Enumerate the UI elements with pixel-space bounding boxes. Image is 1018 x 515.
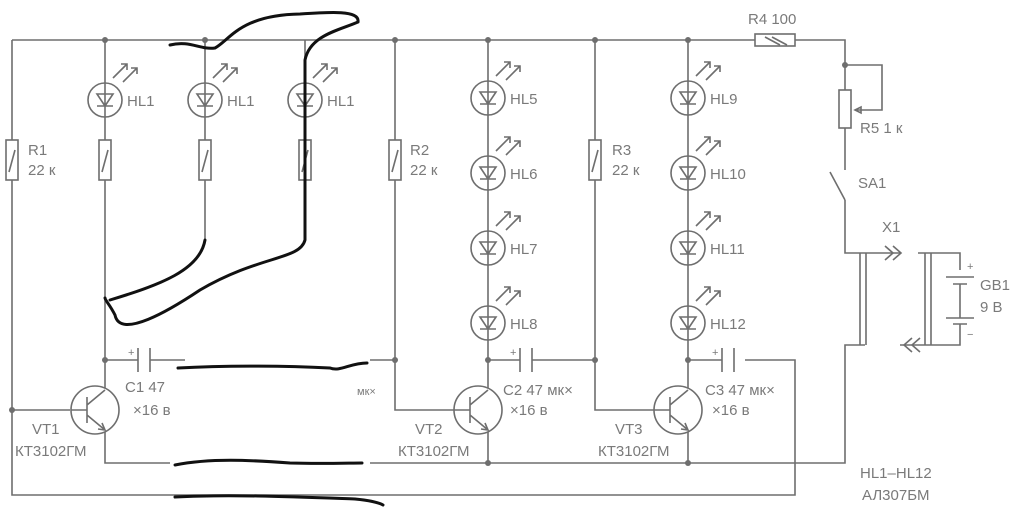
led-6: HL7	[470, 211, 538, 266]
led-1: HL1	[87, 63, 155, 118]
light-rays-icon	[495, 61, 521, 81]
hand-drawn-marks	[103, 11, 385, 507]
svg-text:VT2: VT2	[415, 421, 443, 438]
svg-text:×16 в: ×16 в	[712, 402, 750, 419]
svg-text:КТ3102ГМ: КТ3102ГМ	[15, 443, 87, 460]
connector-x1: X1	[882, 219, 921, 353]
svg-text:X1: X1	[882, 219, 900, 236]
svg-text:КТ3102ГМ: КТ3102ГМ	[598, 443, 670, 460]
battery-gb1: + − GB1 9 В	[946, 261, 1010, 341]
svg-text:22 к: 22 к	[410, 162, 438, 179]
resistor-r3: R3 22 к	[588, 139, 640, 181]
svg-text:HL1–HL12: HL1–HL12	[860, 465, 932, 482]
light-rays-icon	[695, 136, 721, 156]
led-7: HL8	[470, 286, 538, 341]
svg-text:HL1: HL1	[327, 93, 355, 110]
svg-text:+: +	[510, 347, 516, 359]
svg-text:КТ3102ГМ: КТ3102ГМ	[398, 443, 470, 460]
led-2: HL1	[187, 63, 255, 118]
svg-text:+: +	[712, 347, 718, 359]
led-10: HL11	[670, 211, 745, 266]
light-rays-icon	[495, 136, 521, 156]
svg-text:GB1: GB1	[980, 277, 1010, 294]
svg-text:VT3: VT3	[615, 421, 643, 438]
svg-text:×16 в: ×16 в	[133, 402, 171, 419]
svg-text:HL11: HL11	[710, 241, 745, 258]
svg-text:HL6: HL6	[510, 166, 538, 183]
light-rays-icon	[112, 63, 138, 83]
capacitor-c1: + C1 47 ×16 в мк×	[125, 347, 376, 419]
capacitor-c3: + C3 47 мк× ×16 в	[705, 347, 775, 419]
light-rays-icon	[695, 211, 721, 231]
svg-text:HL12: HL12	[710, 316, 746, 333]
svg-text:+: +	[128, 347, 134, 359]
svg-text:22 к: 22 к	[28, 162, 56, 179]
led-8: HL9	[670, 61, 738, 116]
led-4: HL5	[470, 61, 538, 116]
svg-text:HL5: HL5	[510, 91, 538, 108]
svg-text:R1: R1	[28, 142, 47, 159]
light-rays-icon	[695, 61, 721, 81]
svg-text:АЛ307БМ: АЛ307БМ	[862, 487, 930, 504]
led-3: HL1	[287, 63, 355, 118]
led-5: HL6	[470, 136, 538, 191]
capacitor-c2: + C2 47 мк× ×16 в	[503, 347, 573, 419]
svg-text:C3 47 мк×: C3 47 мк×	[705, 382, 775, 399]
svg-text:C2 47 мк×: C2 47 мк×	[503, 382, 573, 399]
resistor-led-col1	[98, 139, 312, 181]
switch-sa1: SA1	[829, 171, 886, 201]
light-rays-icon	[495, 286, 521, 306]
svg-text:HL8: HL8	[510, 316, 538, 333]
svg-text:R4 100: R4 100	[748, 11, 796, 28]
svg-text:22 к: 22 к	[612, 162, 640, 179]
led-9: HL10	[670, 136, 746, 191]
led-11: HL12	[670, 286, 746, 341]
svg-text:мк×: мк×	[357, 386, 376, 398]
light-rays-icon	[212, 63, 238, 83]
svg-text:HL10: HL10	[710, 166, 746, 183]
svg-text:HL1: HL1	[127, 93, 155, 110]
svg-text:−: −	[967, 329, 973, 341]
svg-text:R3: R3	[612, 142, 631, 159]
svg-text:9 В: 9 В	[980, 299, 1003, 316]
svg-text:+: +	[967, 261, 973, 273]
resistor-r2: R2 22 к	[388, 139, 438, 181]
svg-text:HL9: HL9	[710, 91, 738, 108]
resistor-r4: R4 100	[748, 11, 796, 47]
svg-text:×16 в: ×16 в	[510, 402, 548, 419]
junction-dots	[9, 37, 848, 466]
light-rays-icon	[495, 211, 521, 231]
light-rays-icon	[312, 63, 338, 83]
light-rays-icon	[695, 286, 721, 306]
svg-text:HL7: HL7	[510, 241, 538, 258]
svg-text:HL1: HL1	[227, 93, 255, 110]
resistor-r1: R1 22 к	[5, 139, 56, 181]
svg-text:SA1: SA1	[858, 175, 886, 192]
svg-text:C1 47: C1 47	[125, 379, 165, 396]
svg-text:R5 1 к: R5 1 к	[860, 120, 903, 137]
svg-text:R2: R2	[410, 142, 429, 159]
led-type-note: HL1–HL12 АЛ307БМ	[860, 465, 932, 504]
potentiometer-r5: R5 1 к	[838, 89, 903, 137]
svg-text:VT1: VT1	[32, 421, 60, 438]
